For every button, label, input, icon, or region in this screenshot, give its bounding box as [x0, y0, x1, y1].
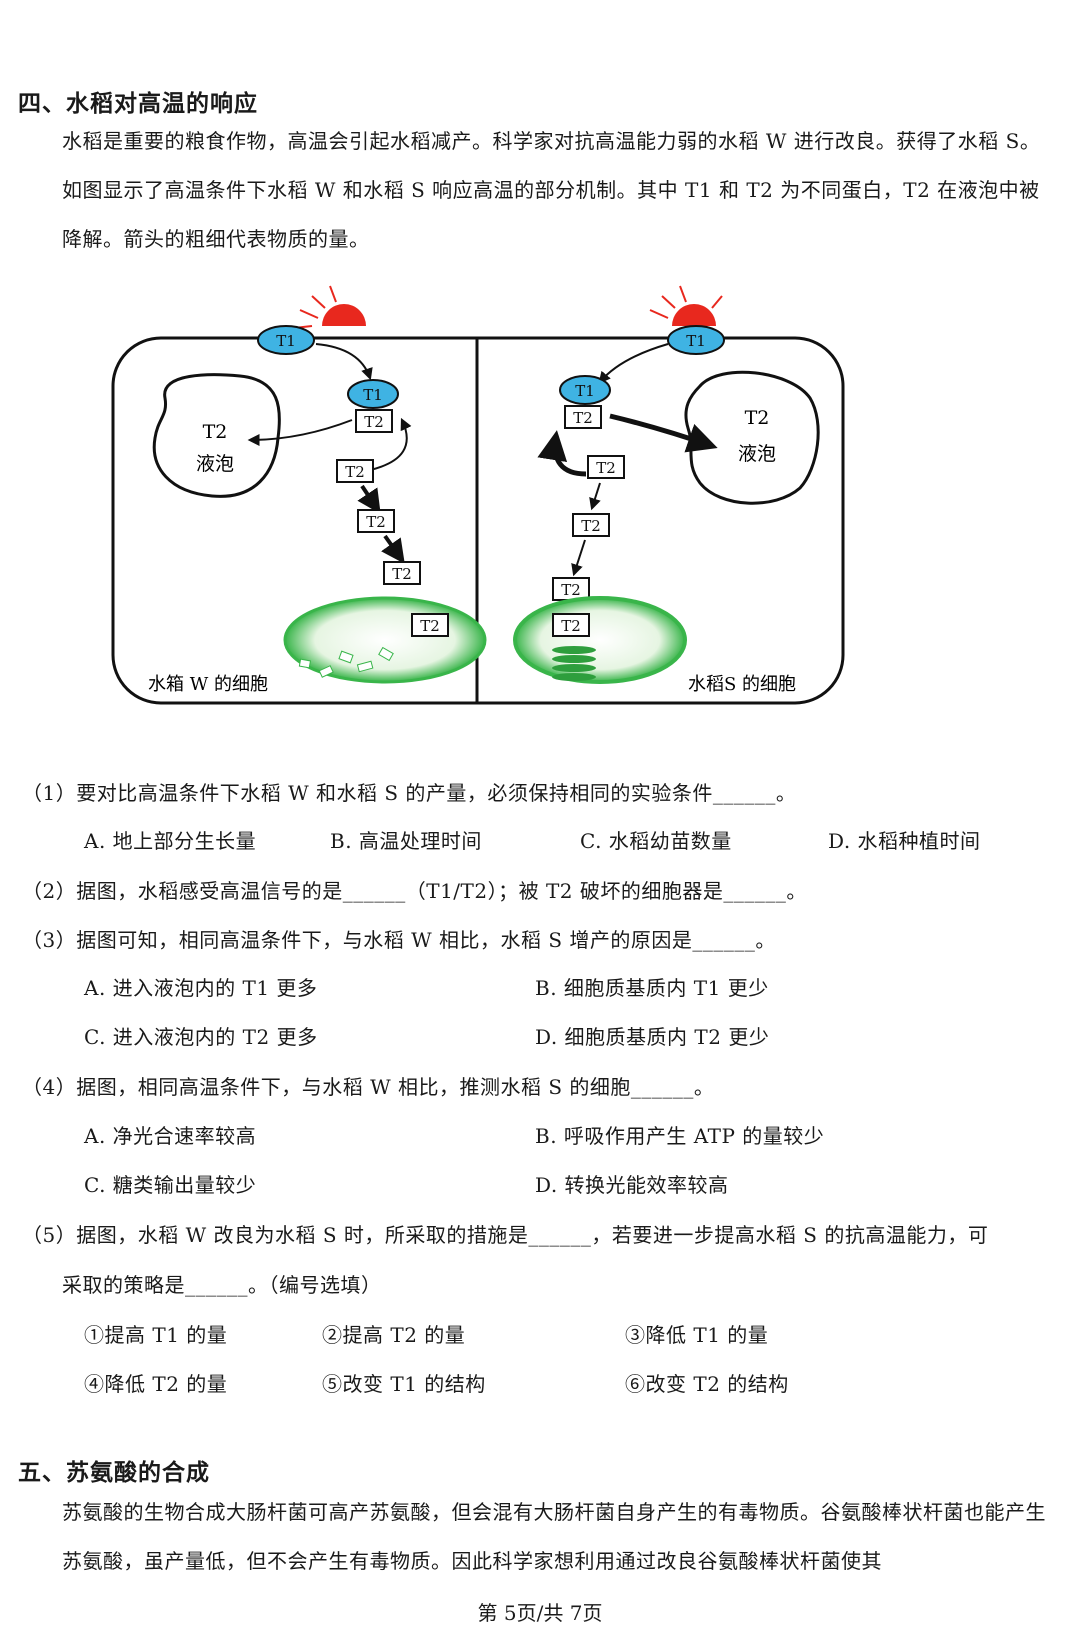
q5-option-2[interactable]: ②提高 T2 的量	[322, 1323, 466, 1347]
q3-option-d[interactable]: D. 细胞质基质内 T2 更少	[535, 1025, 770, 1049]
svg-text:T2: T2	[573, 409, 593, 427]
q5-option-6[interactable]: ⑥改变 T2 的结构	[625, 1372, 789, 1396]
svg-text:T1: T1	[686, 332, 706, 350]
svg-text:T1: T1	[363, 386, 383, 404]
q4-option-a[interactable]: A. 净光合速率较高	[84, 1124, 257, 1148]
q3-stem: （3）据图可知，相同高温条件下，与水稻 W 相比，水稻 S 增产的原因是____…	[22, 928, 776, 952]
t2-box-right-1: T2	[587, 455, 625, 479]
svg-text:T2: T2	[561, 581, 581, 599]
vacuole-right	[684, 370, 820, 505]
t2-box-right-2: T2	[572, 513, 610, 537]
svg-text:液泡: 液泡	[738, 443, 776, 465]
sun-icon-left	[293, 285, 366, 329]
q5-stem-line2: 采取的策略是______。（编号选填）	[62, 1273, 382, 1297]
t2-box-left-1: T2	[336, 459, 374, 483]
q5-option-1[interactable]: ①提高 T1 的量	[84, 1323, 228, 1347]
t2-box-right-4: T2	[552, 613, 590, 637]
svg-text:T2: T2	[366, 513, 386, 531]
q1-option-b[interactable]: B. 高温处理时间	[330, 829, 482, 853]
chloroplast-healthy-right	[513, 596, 687, 684]
section5-intro: 苏氨酸的生物合成大肠杆菌可高产苏氨酸，但会混有大肠杆菌自身产生的有毒物质。谷氨酸…	[62, 1500, 1046, 1573]
q1-stem: （1）要对比高温条件下水稻 W 和水稻 S 的产量，必须保持相同的实验条件___…	[22, 781, 797, 805]
q5-stem-line1: （5）据图，水稻 W 改良为水稻 S 时，所采取的措施是______，若要进一步…	[22, 1223, 989, 1247]
q4-option-d[interactable]: D. 转换光能效率较高	[535, 1173, 729, 1197]
t1-membrane-right: T1	[667, 325, 725, 355]
t2-box-right-3: T2	[552, 577, 590, 601]
svg-text:T2: T2	[392, 565, 412, 583]
q1-option-d[interactable]: D. 水稻种植时间	[828, 829, 981, 853]
t2-box-left-4: T2	[411, 613, 449, 637]
svg-text:T2: T2	[203, 421, 228, 443]
t1-membrane-left: T1	[257, 325, 315, 355]
q5-option-3[interactable]: ③降低 T1 的量	[625, 1323, 769, 1347]
q3-option-b[interactable]: B. 细胞质基质内 T1 更少	[535, 976, 769, 1000]
heat-response-diagram: T1 T1 T2 T2 液泡 T2 T2 T2 T2 水箱 W 的细胞 T1	[111, 285, 845, 705]
vacuole-left	[152, 373, 281, 498]
q1-option-c[interactable]: C. 水稻幼苗数量	[580, 829, 732, 853]
svg-text:T2: T2	[596, 459, 616, 477]
q3-option-a[interactable]: A. 进入液泡内的 T1 更多	[84, 976, 318, 1000]
svg-text:T1: T1	[575, 382, 595, 400]
q3-option-c[interactable]: C. 进入液泡内的 T2 更多	[84, 1025, 318, 1049]
q2-stem: （2）据图，水稻感受高温信号的是______（T1/T2）；被 T2 破坏的细胞…	[22, 879, 807, 903]
q4-option-c[interactable]: C. 糖类输出量较少	[84, 1173, 257, 1197]
t1-t2-complex-left: T1 T2	[347, 379, 399, 433]
q4-option-b[interactable]: B. 呼吸作用产生 ATP 的量较少	[535, 1124, 825, 1148]
left-cell-caption: 水箱 W 的细胞	[148, 674, 268, 695]
svg-text:T1: T1	[276, 332, 296, 350]
svg-text:T2: T2	[345, 463, 365, 481]
svg-text:T2: T2	[364, 413, 384, 431]
right-cell-caption: 水稻S 的细胞	[688, 674, 796, 695]
t1-t2-complex-right: T1 T2	[559, 375, 611, 429]
svg-text:T2: T2	[561, 617, 581, 635]
section4-title: 四、水稻对高温的响应	[18, 91, 258, 117]
q4-stem: （4）据图，相同高温条件下，与水稻 W 相比，推测水稻 S 的细胞______。	[22, 1075, 715, 1099]
q1-option-a[interactable]: A. 地上部分生长量	[84, 829, 257, 853]
chloroplast-damaged-left	[283, 596, 487, 684]
t2-box-left-2: T2	[357, 509, 395, 533]
q5-option-4[interactable]: ④降低 T2 的量	[84, 1372, 228, 1396]
page-footer: 第 5页/共 7页	[477, 1601, 603, 1625]
t2-box-left-3: T2	[383, 561, 421, 585]
sun-icon-right	[649, 285, 723, 326]
svg-text:T2: T2	[745, 407, 770, 429]
svg-text:T2: T2	[581, 517, 601, 535]
section4-intro: 水稻是重要的粮食作物，高温会引起水稻减产。科学家对抗高温能力弱的水稻 W 进行改…	[62, 129, 1041, 251]
svg-text:T2: T2	[420, 617, 440, 635]
svg-text:液泡: 液泡	[196, 453, 234, 475]
q5-option-5[interactable]: ⑤改变 T1 的结构	[322, 1372, 486, 1396]
section5-title: 五、苏氨酸的合成	[18, 1460, 210, 1486]
